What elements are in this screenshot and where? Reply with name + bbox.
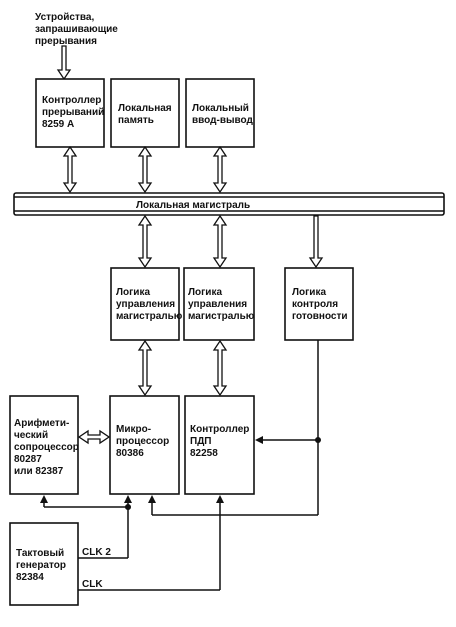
svg-text:Локальная память: Локальная память [118, 103, 174, 126]
svg-text:Тактовый генератор: Тактовый генератор 82384 [16, 548, 69, 583]
interrupt-controller-bus-arrow [62, 145, 78, 194]
ready-check-logic-block: Логика контроля готовности [284, 267, 354, 341]
bus-logic-2-bus-arrow [212, 214, 228, 269]
svg-text:Логика управления: Логика управления магистралью [188, 287, 255, 322]
clk2-label: CLK 2 [82, 547, 111, 558]
local-memory-bus-arrow [137, 145, 153, 194]
svg-text:Контроллер прерываний: Контроллер прерываний 8259 А [42, 95, 107, 130]
svg-text:Контроллер ПДП 822: Контроллер ПДП 82258 [190, 424, 252, 459]
svg-text:Логика контроля го: Логика контроля готовности [292, 287, 348, 322]
dma-controller-block: Контроллер ПДП 82258 [184, 395, 255, 495]
svg-text:Локальный ввод-вывод: Локальный ввод-вывод [192, 103, 253, 126]
local-io-bus-arrow [212, 145, 228, 194]
clk-label: CLK [82, 579, 103, 590]
ready-signal-lines [148, 340, 321, 516]
interrupt-input-arrow [56, 45, 72, 81]
bus-control-logic-1-block: Логика управления магистралью [110, 267, 183, 341]
svg-text:Арифмети- ческий с: Арифмети- ческий сопроцессор 80287 или 8… [14, 417, 82, 477]
clock-generator-block: Тактовый генератор 82384 [9, 522, 79, 606]
coprocessor-microprocessor-arrow [77, 429, 111, 445]
local-io-block: Локальный ввод-вывод [185, 78, 255, 148]
microprocessor-block: Микро- процессор 80386 [109, 395, 180, 495]
local-memory-block: Локальная память [110, 78, 180, 148]
clk-signal-line: CLK [78, 495, 224, 591]
local-bus-label: Локальная магистраль [136, 200, 250, 211]
bus-logic-1-bus-arrow [137, 214, 153, 269]
microprocessor-bus-logic-arrow [137, 339, 153, 397]
math-coprocessor-block: Арифмети- ческий сопроцессор 80287 или 8… [9, 395, 82, 495]
interrupt-controller-block: Контроллер прерываний 8259 А [35, 78, 107, 148]
interrupt-sources-label: Устройства, запрашивающие прерывания [35, 12, 121, 47]
svg-text:Логика управления: Логика управления магистралью [116, 287, 183, 322]
ready-logic-bus-arrow [308, 215, 324, 269]
clk2-signal-line: CLK 2 [40, 495, 132, 559]
local-bus: Локальная магистраль [13, 192, 445, 216]
dma-bus-logic-arrow [212, 339, 228, 397]
svg-text:Микро- процессор 8: Микро- процессор 80386 [116, 424, 172, 459]
bus-control-logic-2-block: Логика управления магистралью [183, 267, 255, 341]
